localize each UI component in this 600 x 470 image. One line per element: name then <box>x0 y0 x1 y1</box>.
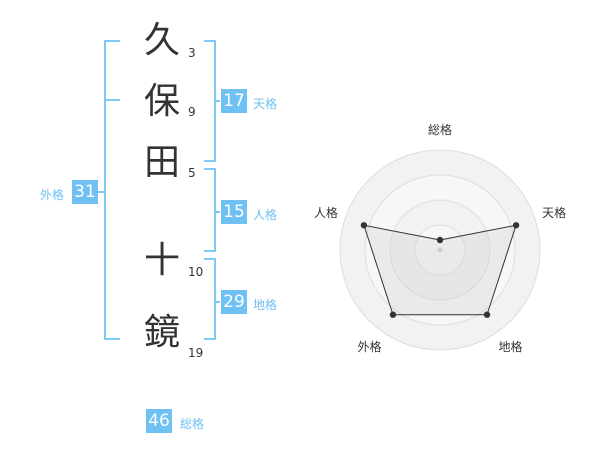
radar-point-2 <box>512 222 520 229</box>
tenkaku-label: 天格 <box>253 97 278 111</box>
chikaku-value-badge: 29 <box>221 290 247 314</box>
jinkaku-bracket-connector <box>214 211 220 213</box>
soukaku-value-badge: 46 <box>146 409 172 433</box>
gaikaku-bracket-tick <box>104 99 120 101</box>
stroke-count-2: 9 <box>188 105 196 119</box>
name-char-5: 鏡 <box>143 312 180 353</box>
jinkaku-label: 人格 <box>253 208 278 222</box>
radar-point-3 <box>483 311 491 318</box>
gaikaku-value-badge: 31 <box>72 180 98 204</box>
jinkaku-value-badge: 15 <box>221 200 247 224</box>
stroke-count-3: 5 <box>188 166 196 180</box>
chikaku-label: 地格 <box>253 298 278 312</box>
tenkaku-bracket-connector <box>214 100 220 102</box>
gaikaku-label: 外格 <box>40 188 65 202</box>
jinkaku-bracket <box>204 168 216 252</box>
stroke-count-1: 3 <box>188 46 196 60</box>
radar-value-polygon <box>363 224 517 316</box>
stroke-count-5: 19 <box>188 346 204 360</box>
name-char-2: 保 <box>143 81 180 122</box>
name-char-4: 十 <box>143 240 180 281</box>
radar-center-dot <box>437 247 443 253</box>
gaikaku-bracket <box>104 40 120 340</box>
radar-axis-label-1: 総格 <box>428 122 452 137</box>
radar-axis-label-3: 地格 <box>499 339 523 354</box>
gaikaku-bracket-connector <box>98 191 106 193</box>
tenkaku-value-badge: 17 <box>221 89 247 113</box>
radar-point-5 <box>360 222 368 229</box>
chikaku-bracket <box>204 258 216 340</box>
radar-axis-label-2: 天格 <box>542 205 566 220</box>
radar-axis-label-5: 人格 <box>314 205 338 220</box>
soukaku-label: 総格 <box>180 417 205 431</box>
radar-point-1 <box>436 236 444 244</box>
chikaku-bracket-connector <box>214 301 220 303</box>
radar-point-4 <box>389 311 397 318</box>
name-char-3: 田 <box>143 142 180 183</box>
stroke-count-4: 10 <box>188 265 204 279</box>
name-char-1: 久 <box>143 20 180 61</box>
radar-axis-label-4: 外格 <box>357 339 381 354</box>
